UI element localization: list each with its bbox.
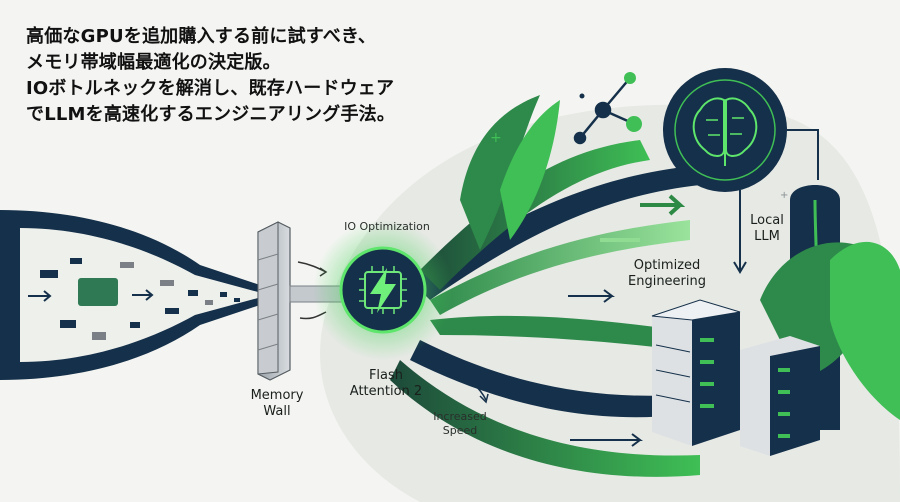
io-optimization-label: IO Optimization xyxy=(344,220,430,233)
svg-text:+: + xyxy=(780,190,788,201)
increased-speed-label-line-2: Speed xyxy=(442,424,478,437)
memory-wall-label-line-1: Memory xyxy=(250,388,304,403)
local-llm-label-line-1: Local xyxy=(750,213,784,228)
headline-line-4: でLLMを高速化するエンジニアリング手法。 xyxy=(26,104,396,125)
optimized-engineering-label-line-1: Optimized xyxy=(633,258,701,273)
svg-text:+: + xyxy=(490,130,502,146)
headline-line-1: 高価なGPUを追加購入する前に試すべき、 xyxy=(26,26,377,47)
headline: 高価なGPUを追加購入する前に試すべき、 メモリ帯域幅最適化の決定版。 IOボト… xyxy=(26,24,446,128)
brain-icon xyxy=(663,68,787,192)
increased-speed-label-line-1: Increased xyxy=(433,410,487,423)
flash-attention-label-line-2: Attention 2 xyxy=(349,384,423,399)
server-rack-icon xyxy=(651,299,820,456)
local-llm-label: Local LLM xyxy=(742,213,792,245)
optimized-engineering-label-line-2: Engineering xyxy=(628,274,706,289)
memory-wall-icon xyxy=(257,221,291,381)
increased-speed-label: Increased Speed xyxy=(420,410,500,438)
flash-attention-label-line-1: Flash xyxy=(368,368,404,383)
data-flow-streams xyxy=(390,95,700,477)
memory-wall-label-line-2: Wall xyxy=(263,404,291,419)
headline-line-3: IOボトルネックを解消し、既存ハードウェア xyxy=(26,78,395,99)
memory-bottleneck-funnel xyxy=(0,210,260,380)
chip-lightning-icon xyxy=(313,220,453,360)
optimized-engineering-label: Optimized Engineering xyxy=(612,258,722,290)
flash-attention-label: Flash Attention 2 xyxy=(338,368,434,400)
headline-line-2: メモリ帯域幅最適化の決定版。 xyxy=(26,52,281,73)
local-llm-label-line-2: LLM xyxy=(754,229,780,244)
molecule-icon xyxy=(573,72,642,145)
memory-wall-label: Memory Wall xyxy=(232,388,322,420)
data-block-icon xyxy=(78,278,118,306)
